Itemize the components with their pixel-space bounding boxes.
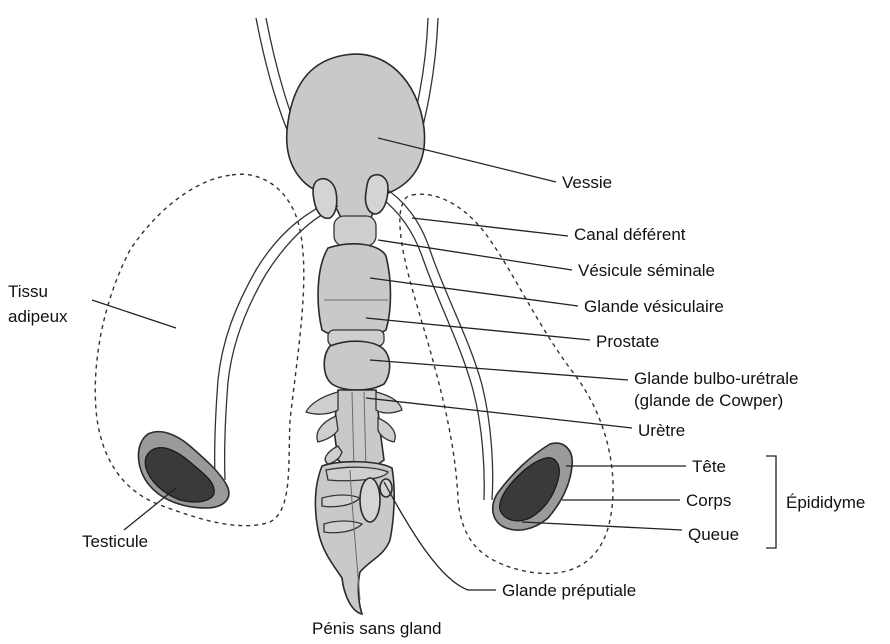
label-glande-preputiale: Glande préputiale [502,581,636,600]
label-uretre: Urètre [638,421,685,440]
left-testis [145,448,214,502]
label-bulbo-line2: (glande de Cowper) [634,391,783,410]
label-bulbo-line1: Glande bulbo-urétrale [634,369,798,388]
label-glande-vesiculaire: Glande vésiculaire [584,297,724,316]
right-ductus-deferens-a [382,186,493,500]
label-prostate: Prostate [596,332,659,351]
urethra-fold-right-1 [376,392,402,413]
leader-tissu [92,300,176,328]
urethra-fold-left-1 [306,392,338,414]
label-penis: Pénis sans gland [312,619,441,638]
label-queue: Queue [688,525,739,544]
leader-uretre [366,398,632,428]
epididyme-bracket [766,456,776,548]
left-ductus-deferens-a [215,200,334,478]
leader-canal-deferent [412,218,568,236]
vesicular-gland [318,244,390,338]
leader-glande-preputiale [384,482,496,590]
leader-bulbo [370,360,628,380]
label-tissu-line1: Tissu [8,282,48,301]
right-ductus-deferens-b [376,194,484,500]
leader-queue [522,522,682,530]
label-vessie: Vessie [562,173,612,192]
preputial-gland-left [360,478,380,522]
label-epididyme: Épididyme [786,493,865,512]
right-seminal-vesicle [365,175,388,214]
label-vesicule-seminale: Vésicule séminale [578,261,715,280]
bladder [287,54,425,220]
label-corps: Corps [686,491,731,510]
vesicular-gland-upper [334,216,376,246]
leader-vesicule-seminale [378,240,572,270]
left-seminal-vesicle [313,179,337,219]
label-tete: Tête [692,457,726,476]
leader-testicule [124,488,176,530]
leader-prostate [366,318,590,340]
leader-glande-vesiculaire [370,278,578,306]
bulbourethral-gland [324,341,389,390]
label-canal-deferent: Canal déférent [574,225,686,244]
label-tissu-line2: adipeux [8,307,68,326]
label-testicule: Testicule [82,532,148,551]
